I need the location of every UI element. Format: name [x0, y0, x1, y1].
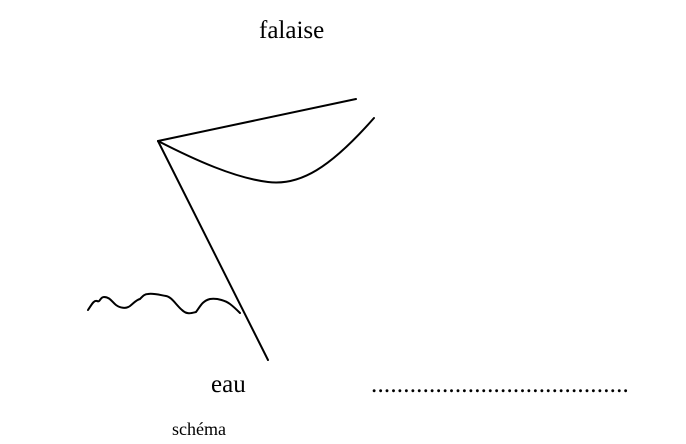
diagram-caption: schéma — [172, 420, 226, 438]
cliff-top-line — [158, 99, 356, 141]
water-label: eau — [211, 372, 246, 397]
cliff-face-line — [158, 141, 268, 360]
answer-blank-dots: ........................................ — [371, 372, 629, 397]
cliff-label: falaise — [259, 18, 324, 43]
cliff-curve-line — [158, 118, 374, 183]
water-wave-line — [88, 294, 240, 314]
